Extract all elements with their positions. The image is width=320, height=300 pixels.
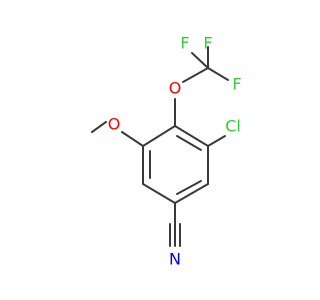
molecule-structure: F F F O O Cl N: [91, 34, 242, 269]
bond-cf3-f-left: [191, 52, 209, 69]
bond-ring-c6-c1: [142, 125, 176, 147]
atom-cl: Cl: [225, 117, 241, 136]
atom-f-top: F: [203, 34, 212, 53]
atom-f-left: F: [180, 34, 189, 53]
bond-ring-inner-2: [176, 180, 202, 195]
bond-ring-c1-c2: [174, 125, 209, 147]
bond-c2-cl: [207, 135, 226, 147]
bond-cf3-f-right: [207, 67, 229, 81]
bond-ring-inner-1: [176, 135, 202, 151]
bond-o-cf3: [182, 67, 209, 83]
atom-f-right: F: [232, 75, 241, 94]
atom-o-ocf3: O: [169, 79, 182, 98]
bond-o-ch3: [91, 121, 107, 133]
bond-ring-c3-c4: [174, 183, 209, 204]
bond-c6-o: [121, 131, 144, 147]
bond-ring-c4-c5: [142, 183, 176, 204]
atom-o-ome: O: [108, 115, 121, 134]
atom-n: N: [169, 250, 181, 269]
